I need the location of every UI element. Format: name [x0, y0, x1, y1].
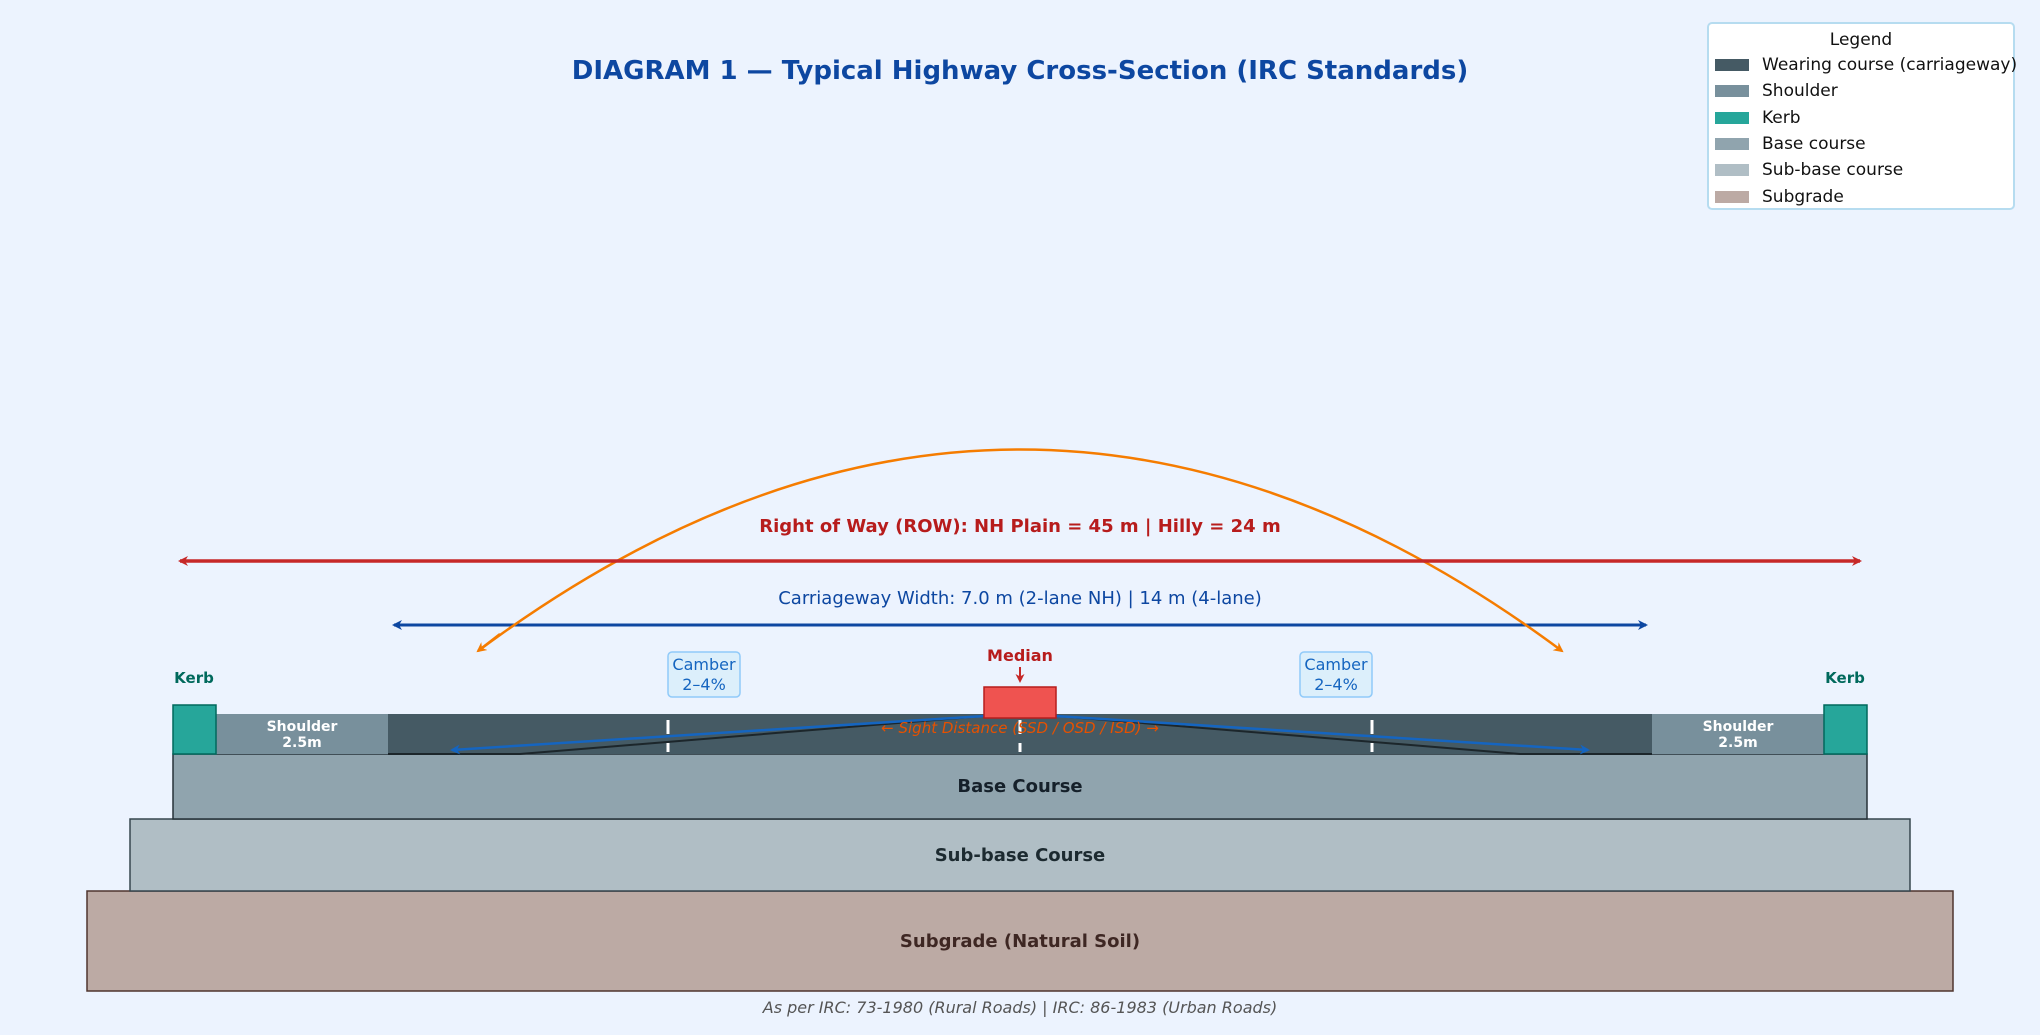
- camber-arrow-right: [1054, 714, 1590, 755]
- legend-swatch: [1715, 190, 1749, 203]
- shoulder-left: [216, 714, 388, 754]
- shoulder-right-label: Shoulder: [1703, 719, 1774, 735]
- legend-item-kerb: Kerb: [1709, 105, 2013, 131]
- diagram-title: DIAGRAM 1 — Typical Highway Cross-Sectio…: [572, 56, 1469, 86]
- legend-swatch: [1715, 59, 1749, 72]
- legend-item-subbase-course: Sub-base course: [1709, 157, 2013, 183]
- camber-right-label: Camber: [1304, 655, 1368, 674]
- row-label: Right of Way (ROW): NH Plain = 45 m | Hi…: [759, 516, 1280, 537]
- shoulder-right-width: 2.5m: [1718, 735, 1757, 751]
- subbase-layer: [129, 818, 1911, 892]
- legend-title: Legend: [1829, 30, 1893, 50]
- camber-box-right: [1299, 651, 1373, 698]
- sight-distance-label: ← Sight Distance (SSD / OSD / ISD) →: [881, 719, 1159, 737]
- legend: Legend Wearing course (carriageway) Shou…: [1707, 22, 2017, 210]
- kerb-right: [1823, 704, 1868, 755]
- kerb-left: [172, 704, 217, 755]
- legend-label: Subgrade: [1762, 186, 1844, 207]
- camber-left-label: Camber: [672, 655, 736, 674]
- legend-swatch: [1715, 138, 1749, 151]
- legend-item-base-course: Base course: [1709, 131, 2013, 157]
- legend-swatch: [1715, 111, 1749, 124]
- legend-item-shoulder: Shoulder: [1709, 78, 2013, 104]
- footnote: As per IRC: 73-1980 (Rural Roads) | IRC:…: [762, 998, 1277, 1017]
- camber-left-value: 2–4%: [682, 675, 726, 694]
- legend-label: Shoulder: [1762, 81, 1838, 102]
- shoulder-right: [1652, 714, 1824, 754]
- base-layer: [172, 753, 1868, 820]
- sight-distance-arc: [477, 448, 1564, 653]
- legend-label: Kerb: [1762, 107, 1801, 128]
- median-label: Median: [987, 646, 1053, 665]
- legend-label: Wearing course (carriageway): [1762, 55, 2018, 76]
- kerb-right-label: Kerb: [1825, 669, 1865, 687]
- kerb-left-label: Kerb: [174, 669, 214, 687]
- subgrade-layer: [86, 890, 1954, 992]
- legend-item-wearing-course: Wearing course (carriageway): [1709, 52, 2017, 78]
- shoulder-left-width: 2.5m: [282, 735, 321, 751]
- legend-swatch: [1715, 85, 1749, 98]
- camber-arrow-left: [450, 714, 986, 755]
- legend-label: Sub-base course: [1762, 160, 1904, 181]
- legend-label: Base course: [1762, 134, 1866, 155]
- subgrade-label: Subgrade (Natural Soil): [900, 931, 1140, 952]
- legend-item-subgrade: Subgrade: [1709, 183, 2013, 209]
- subbase-label: Sub-base Course: [935, 845, 1106, 866]
- shoulder-left-label: Shoulder: [267, 719, 338, 735]
- camber-box-left: [667, 651, 741, 698]
- camber-right-value: 2–4%: [1314, 675, 1358, 694]
- sight-arc-start-arrow: [476, 633, 501, 653]
- base-label: Base Course: [957, 776, 1082, 797]
- legend-swatch: [1715, 164, 1749, 177]
- carriageway-width-label: Carriageway Width: 7.0 m (2-lane NH) | 1…: [778, 588, 1262, 609]
- median-block: [983, 686, 1057, 719]
